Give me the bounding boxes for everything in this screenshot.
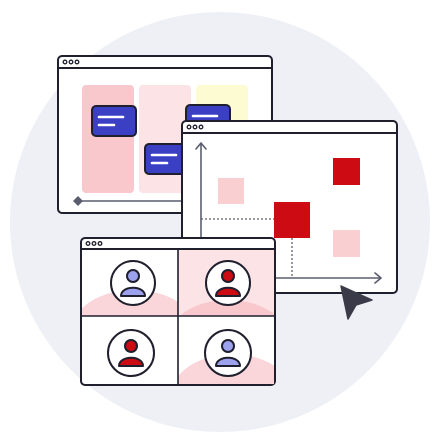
participant-tile-3[interactable]: [107, 329, 155, 377]
participant-tile-4[interactable]: [170, 329, 294, 440]
user-avatar-icon: [120, 269, 146, 297]
timeline-slider-handle[interactable]: [73, 196, 83, 206]
video-call-window: [72, 237, 294, 440]
window-dots-icon: [186, 124, 204, 130]
user-avatar-icon: [215, 339, 241, 367]
y-axis-arrow: [195, 142, 207, 150]
x-axis-arrow: [374, 272, 382, 284]
window-dots-icon: [62, 59, 80, 65]
kanban-column-1: [82, 85, 134, 193]
plot-point-3[interactable]: [274, 202, 310, 238]
kanban-card-1[interactable]: [91, 105, 137, 137]
user-avatar-icon: [215, 269, 241, 297]
plot-point-4: [333, 230, 360, 257]
plot-point-2: [333, 158, 360, 185]
user-avatar-icon: [118, 339, 144, 367]
plot-point-1: [218, 178, 244, 204]
window-dots-icon: [85, 241, 103, 246]
cursor-pointer-icon: [340, 285, 373, 320]
timeline-slider[interactable]: [73, 196, 200, 206]
participant-tile-2[interactable]: [170, 250, 286, 372]
participant-tile-1[interactable]: [72, 260, 196, 370]
